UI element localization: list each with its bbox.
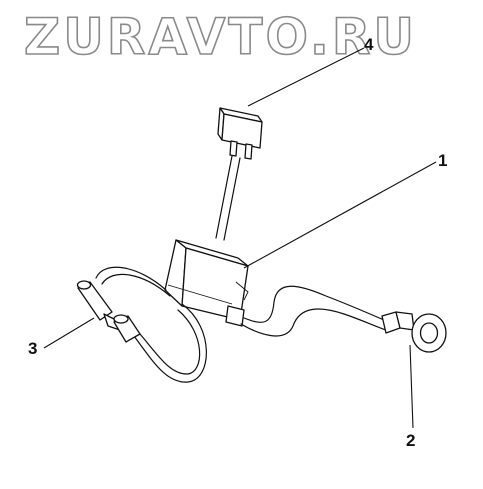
ground-wire <box>240 285 387 337</box>
callout-2: 2 <box>406 431 415 450</box>
leader-4 <box>247 47 365 107</box>
callout-1: 1 <box>438 151 447 170</box>
watermark-text: ZURAVTO.RU <box>24 8 417 66</box>
connector-loop-wire <box>95 266 207 383</box>
callout-3: 3 <box>28 339 37 358</box>
leader-lines <box>43 47 437 429</box>
blade-fuse <box>217 107 263 160</box>
fuse-holder-box <box>164 239 249 327</box>
leader-3 <box>43 317 95 349</box>
ring-terminal <box>381 311 447 353</box>
leader-1 <box>243 161 437 269</box>
leader-2 <box>409 344 414 429</box>
callout-4: 4 <box>364 35 374 54</box>
inline-connector <box>76 280 141 343</box>
fuse-wires <box>215 155 241 241</box>
